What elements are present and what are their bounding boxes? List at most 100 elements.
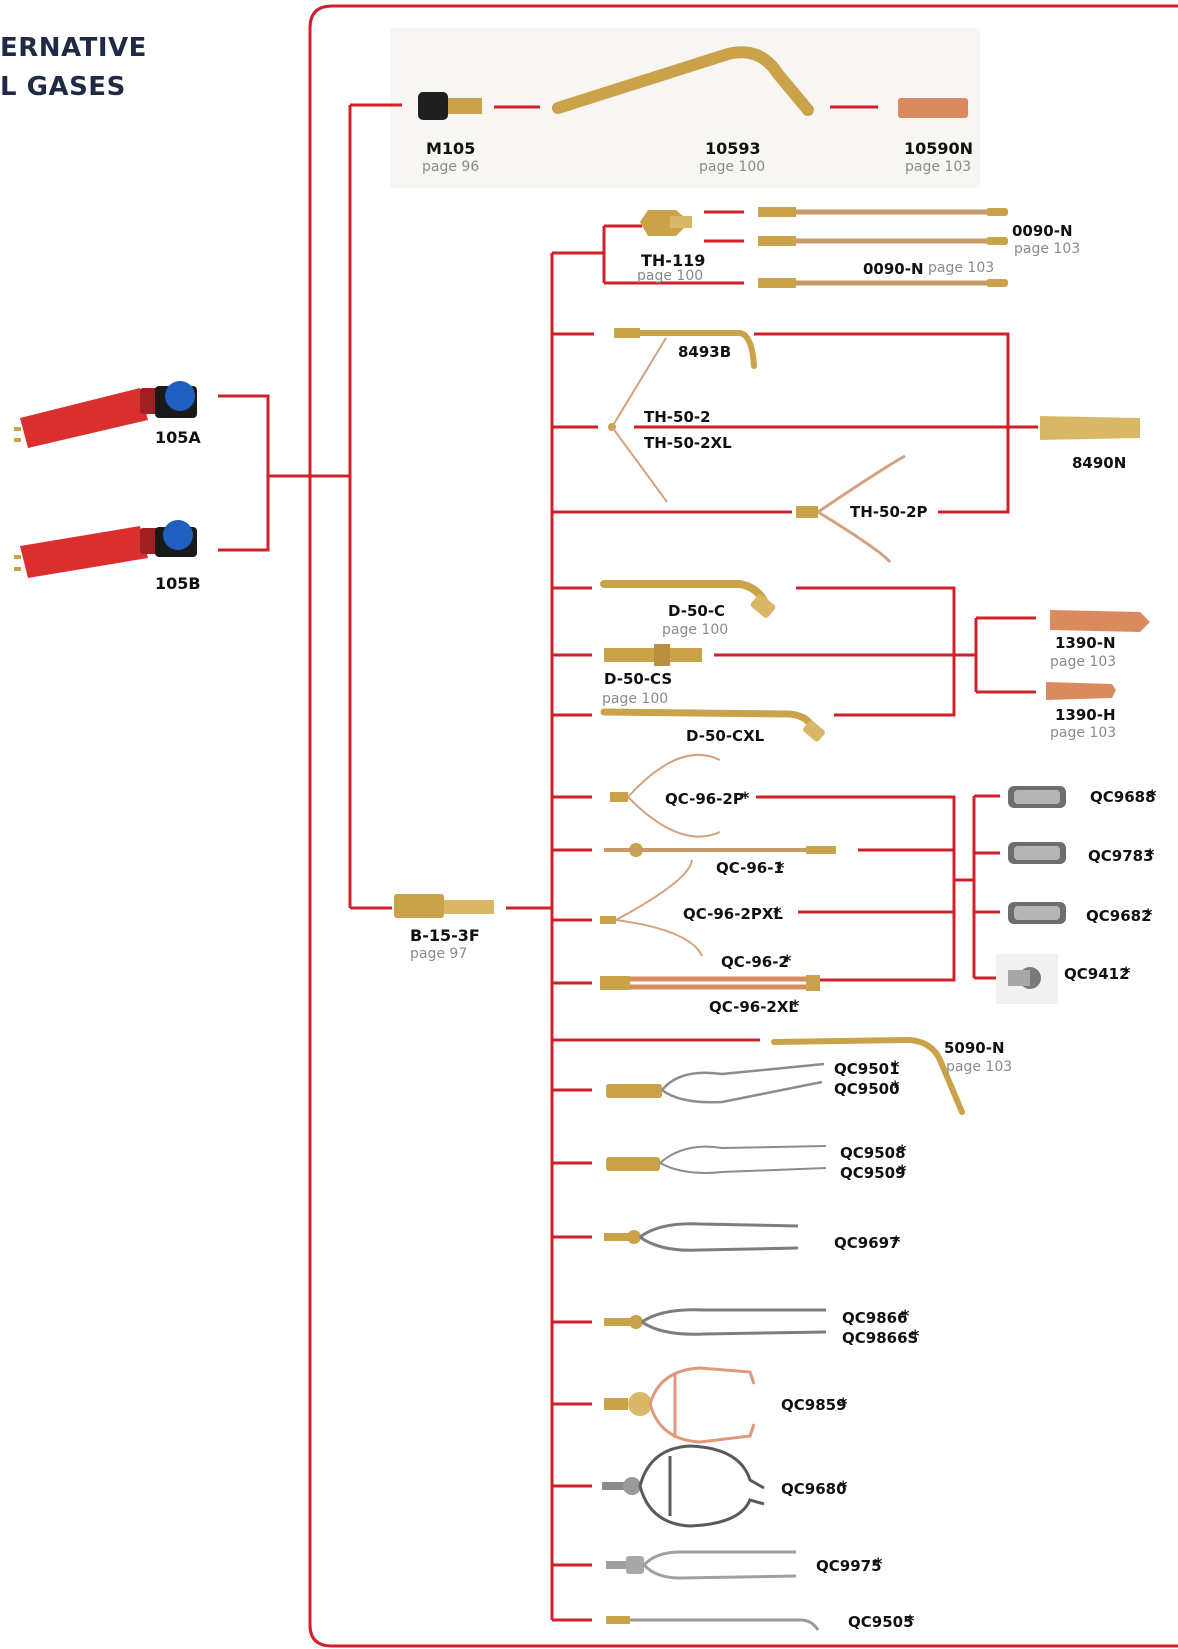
d-50-cs-page: page 100: [602, 691, 668, 707]
qc9508-asterisk: *: [898, 1141, 907, 1160]
10590n-label: 10590N: [904, 139, 973, 158]
qc9688-image: [1008, 786, 1066, 808]
qc9501-asterisk: *: [891, 1057, 900, 1076]
qc9859-label: QC9859: [781, 1396, 847, 1414]
qc9680-image: [602, 1446, 764, 1526]
qc9412-image: [996, 954, 1058, 1004]
qc9412-asterisk: *: [1122, 963, 1131, 982]
qc9866s-label: QC9866S: [842, 1329, 918, 1347]
5090-n-label: 5090-N: [944, 1039, 1005, 1057]
lower-branch-lines: [552, 1090, 592, 1620]
qc9501-label: QC9501: [834, 1060, 900, 1078]
b-15-3f-label: B-15-3F: [410, 926, 480, 945]
d-50-c-page: page 100: [662, 622, 728, 638]
qc9505-image: [606, 1616, 818, 1630]
0090-n-page-a: page 103: [1014, 241, 1080, 257]
qc9866-image: [604, 1310, 826, 1335]
qc9505-label: QC9505: [848, 1613, 914, 1631]
qc9697-image: [604, 1224, 798, 1250]
10593-label: 10593: [705, 139, 761, 158]
qc9783-asterisk: *: [1146, 845, 1155, 864]
qc9680-label: QC9680: [781, 1480, 847, 1498]
th-50-2-label: TH-50-2: [644, 408, 711, 426]
d-50-cxl-label: D-50-CXL: [686, 727, 765, 745]
main-trunk-lines: [506, 253, 552, 1620]
title-line-1: ERNATIVE: [0, 33, 147, 63]
m105-page: page 96: [422, 159, 479, 175]
qc9682-asterisk: *: [1144, 905, 1153, 924]
qc-96-2-asterisk: *: [783, 951, 792, 970]
qc-96-2-image: [600, 975, 820, 991]
qc9975-image: [606, 1552, 796, 1578]
qc9688-label: QC9688: [1090, 788, 1156, 806]
8490n-label: 8490N: [1072, 454, 1126, 472]
qc9682-label: QC9682: [1086, 907, 1152, 925]
qc9697-asterisk: *: [892, 1232, 901, 1251]
10590n-image: [898, 98, 968, 118]
qc9697-label: QC9697: [834, 1234, 900, 1252]
qc-96-2xl-label: QC-96-2XL: [709, 998, 798, 1016]
qc-96-2p-asterisk: *: [741, 788, 750, 807]
th-50-branch-lines: [552, 334, 1038, 512]
qc-96-1-image: [604, 843, 836, 857]
title-line-2: L GASES: [0, 72, 126, 102]
qc9505-asterisk: *: [906, 1611, 915, 1630]
handle-105a-label: 105A: [155, 428, 201, 447]
handle-105b-image: [14, 520, 197, 578]
0090-n-label-b: 0090-N: [863, 260, 924, 278]
qc9783-image: [1008, 842, 1066, 864]
th-119-page: page 100: [637, 268, 703, 284]
0090-n-tip-2-image: [758, 236, 1008, 246]
b-15-3f-page: page 97: [410, 946, 467, 962]
d-50-c-label: D-50-C: [668, 602, 725, 620]
1390-h-page: page 103: [1050, 725, 1116, 741]
8493b-label: 8493B: [678, 343, 731, 361]
qc9866-label: QC9866: [842, 1309, 908, 1327]
handle-105b-label: 105B: [155, 574, 201, 593]
qc9859-image: [604, 1368, 754, 1442]
qc9688-asterisk: *: [1148, 786, 1157, 805]
10593-page: page 100: [699, 159, 765, 175]
qc9866-asterisk: *: [901, 1306, 910, 1325]
qc-96-2xl-asterisk: *: [791, 996, 800, 1015]
0090-n-tip-1-image: [758, 207, 1008, 217]
qc-96-2pxl-asterisk: *: [773, 903, 782, 922]
qc9508-label: QC9508: [840, 1144, 906, 1162]
qc9509-asterisk: *: [898, 1161, 907, 1180]
qc9508-qc9509-image: [606, 1146, 826, 1173]
10590n-page: page 103: [905, 159, 971, 175]
d-50-cs-image: [604, 644, 702, 666]
qc-96-2pxl-label: QC-96-2PXL: [683, 905, 783, 923]
qc9500-label: QC9500: [834, 1080, 900, 1098]
1390-n-label: 1390-N: [1055, 634, 1116, 652]
1390-h-image: [1046, 682, 1116, 700]
th-119-image: [640, 210, 692, 236]
th-50-2xl-label: TH-50-2XL: [644, 434, 732, 452]
qc-96-1-label: QC-96-1: [716, 859, 784, 877]
0090-n-label-a: 0090-N: [1012, 222, 1073, 240]
qc9509-label: QC9509: [840, 1164, 906, 1182]
qc9500-asterisk: *: [891, 1077, 900, 1096]
qc9682-image: [1008, 902, 1066, 924]
5090-n-page: page 103: [946, 1059, 1012, 1075]
qc9680-asterisk: *: [839, 1477, 848, 1496]
1390-n-page: page 103: [1050, 654, 1116, 670]
m105-label: M105: [426, 139, 475, 158]
qc9866s-asterisk: *: [911, 1326, 920, 1345]
qc9412-label: QC9412: [1064, 965, 1130, 983]
qc-96-2-label: QC-96-2: [721, 953, 789, 971]
qc9859-asterisk: *: [839, 1394, 848, 1413]
8490n-image: [1040, 416, 1140, 440]
qc9783-label: QC9783: [1088, 847, 1154, 865]
qc9975-asterisk: *: [874, 1554, 883, 1573]
d-50-cs-label: D-50-CS: [604, 670, 672, 688]
qc-96-1-asterisk: *: [776, 858, 785, 877]
1390-h-label: 1390-H: [1055, 706, 1116, 724]
qc-96-2p-label: QC-96-2P: [665, 790, 744, 808]
0090-n-page-b: page 103: [928, 260, 994, 276]
qc9501-qc9500-image: [606, 1064, 824, 1102]
th-50-2p-label: TH-50-2P: [850, 503, 928, 521]
b-15-3f-image: [394, 894, 494, 918]
